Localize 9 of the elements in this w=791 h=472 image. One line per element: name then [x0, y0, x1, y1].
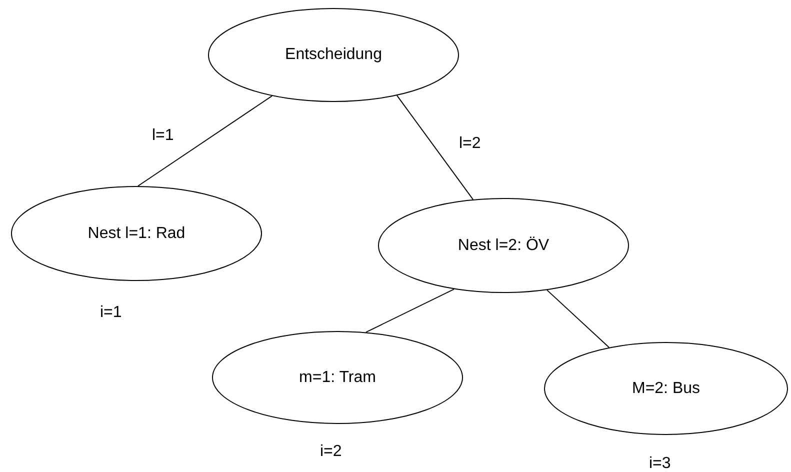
node-label: Nest l=2: ÖV [458, 236, 550, 254]
node-label: m=1: Tram [299, 368, 376, 386]
connector-line [546, 290, 610, 348]
node-label: Nest l=1: Rad [88, 224, 186, 242]
connector-line [396, 95, 474, 200]
node-label: Entscheidung [285, 46, 382, 64]
connector-line [366, 288, 454, 333]
node-label: M=2: Bus [632, 380, 700, 398]
connector-line [138, 95, 272, 186]
